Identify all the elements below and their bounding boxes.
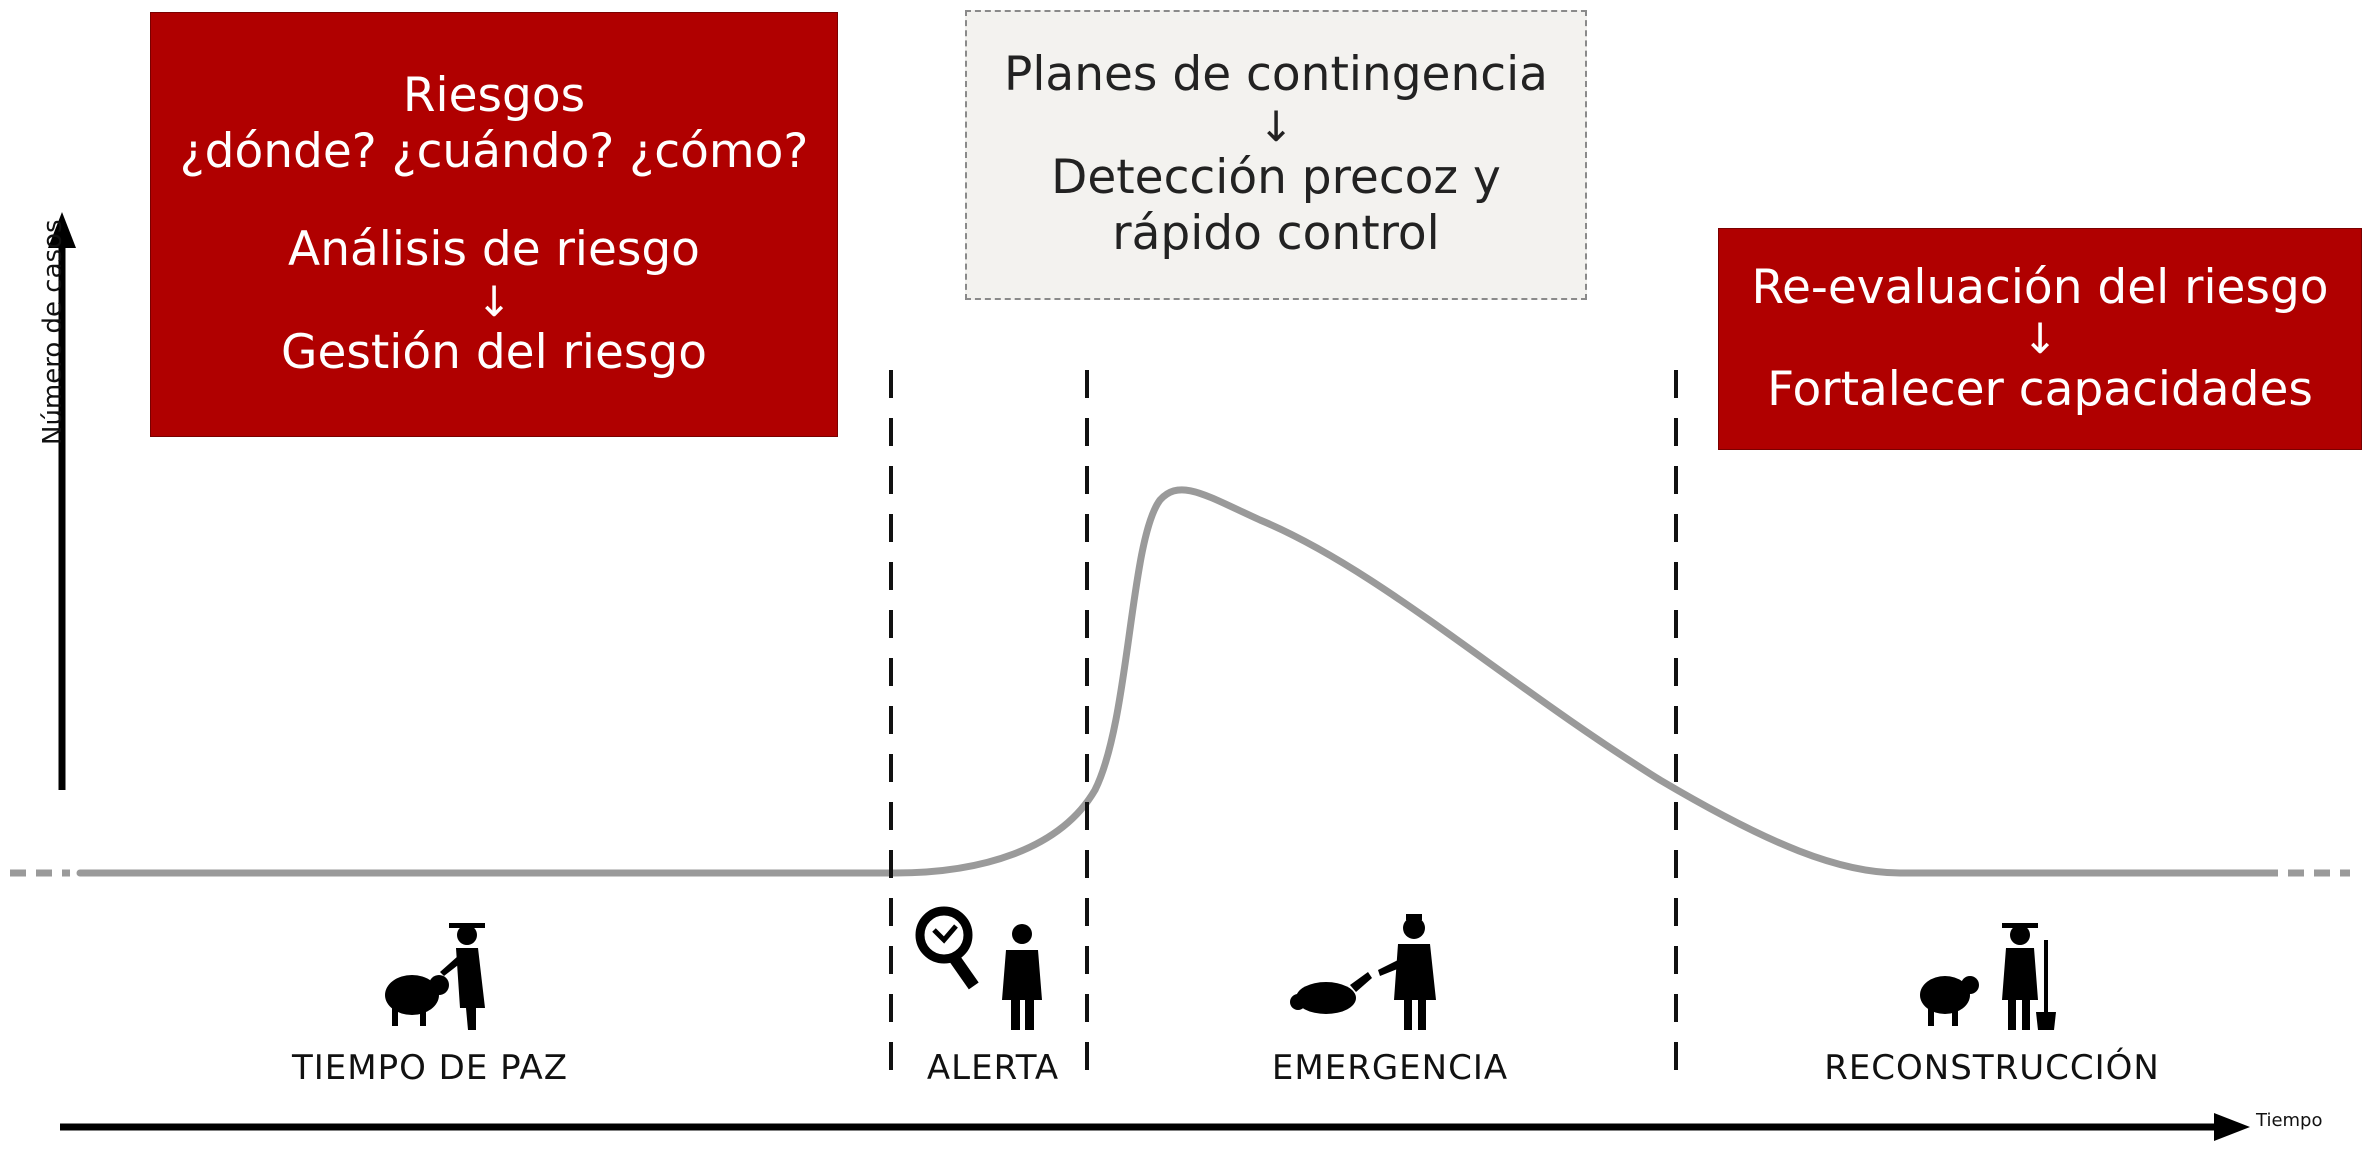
risk-analysis-label: Análisis de riesgo [288,222,700,278]
down-arrow-icon: ↓ [2022,313,2058,363]
phase-label-emergency: EMERGENCIA [1271,1048,1509,1088]
phase-label-reconstruction: RECONSTRUCCIÓN [1824,1048,2160,1088]
farmer-feeding-sheep-icon [385,923,485,1030]
down-arrow-icon: ↓ [476,276,512,326]
x-axis-label: Tiempo [2256,1110,2323,1131]
phase-label-alert: ALERTA [926,1048,1060,1088]
veterinarian-with-fallen-animal-icon [1290,914,1436,1030]
reevaluation-title: Re-evaluación del riesgo [1751,259,2329,315]
rapid-control-label: rápido control [1112,206,1440,262]
risk-management-label: Gestión del riesgo [281,324,707,380]
early-detection-label: Detección precoz y [1051,149,1501,205]
risk-analysis-box: Riesgos ¿dónde? ¿cuándo? ¿cómo? Análisis… [150,12,838,437]
risk-questions: ¿dónde? ¿cuándo? ¿cómo? [179,124,809,180]
y-axis-label: Número de casos [38,219,68,445]
down-arrow-icon: ↓ [1258,101,1294,151]
x-axis-arrowhead [2214,1113,2250,1141]
y-axis-arrowhead [48,212,76,248]
risk-reevaluation-box: Re-evaluación del riesgo ↓ Fortalecer ca… [1718,228,2362,450]
person-with-magnifier-icon [915,906,1042,1030]
contingency-plans-box: Planes de contingencia ↓ Detección preco… [965,10,1587,300]
farmer-with-shovel-and-sheep-icon [1920,923,2056,1030]
risk-title: Riesgos [402,67,586,123]
phase-label-peace-time: TIEMPO DE PAZ [291,1048,569,1088]
contingency-title: Planes de contingencia [1004,47,1548,103]
strengthen-capacities-label: Fortalecer capacidades [1767,362,2313,418]
epidemic-curve [76,486,2266,877]
